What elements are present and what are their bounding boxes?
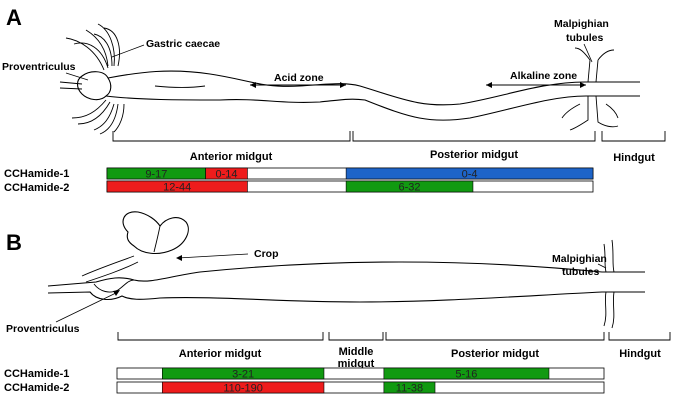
bar-segment-label-panelA-0-0: 9-17 bbox=[145, 169, 167, 181]
crop-duct bbox=[81, 255, 139, 283]
gastric-caecae-label: Gastric caecae bbox=[146, 38, 220, 50]
crop-label: Crop bbox=[254, 248, 279, 260]
bar-segment-label-panelA-1-0: 12-44 bbox=[163, 182, 191, 194]
crop-leader bbox=[177, 253, 249, 259]
bracket-hindgut-b bbox=[608, 332, 671, 341]
bar-segment-panelA-0-2 bbox=[345, 167, 594, 180]
gastric-caecae-leader bbox=[111, 44, 145, 58]
bracket-posterior-a bbox=[352, 131, 596, 142]
bracket-anterior-b bbox=[117, 332, 324, 341]
crop-arrowhead bbox=[176, 255, 182, 261]
bar-segment-label-panelA-1-1: 6-32 bbox=[399, 182, 421, 194]
bar-segment-panelA-0-1 bbox=[205, 167, 248, 180]
proventriculus-leader-a bbox=[65, 72, 89, 81]
bar-segment-panelA-1-0 bbox=[106, 180, 248, 193]
bar-segment-panelB-0-0 bbox=[161, 367, 325, 380]
gastric-caeca-drawing bbox=[65, 23, 125, 135]
malpighian-label-b-line2: tubules bbox=[562, 266, 599, 278]
bar-segment-label-panelB-1-0: 110-190 bbox=[223, 383, 263, 395]
proventriculus-arrowhead-b bbox=[113, 290, 120, 296]
malpighian-label-b-line1: Malpighian bbox=[552, 253, 607, 265]
panel-a: A Gastric caecae Proventricul bbox=[2, 5, 666, 194]
bracket-posterior-b bbox=[385, 332, 605, 341]
proventriculus-shape bbox=[76, 71, 112, 101]
proventriculus-leader-b bbox=[55, 291, 119, 323]
row-label-a-0: CCHamide-1 bbox=[4, 168, 69, 180]
proventriculus-shape-b bbox=[93, 279, 135, 293]
bar-segment-label-panelB-0-1: 5-16 bbox=[455, 369, 477, 381]
bar-frame-panelB-0 bbox=[116, 367, 605, 380]
panel-b: B Crop Proventriculus Malpighian tubules bbox=[4, 211, 671, 395]
crop-shape bbox=[122, 211, 189, 255]
malpighian-leader-a bbox=[583, 43, 593, 63]
bar-segment-label-panelA-0-1: 0-14 bbox=[216, 169, 238, 181]
region-middle-b-line2: midgut bbox=[338, 358, 375, 370]
malpighian-leader-b bbox=[597, 263, 607, 269]
bar-segment-label-panelB-1-1: 11-38 bbox=[396, 383, 423, 395]
malpighian-label-a-line1: Malpighian bbox=[554, 18, 609, 30]
region-posterior-b: Posterior midgut bbox=[451, 348, 539, 360]
bracket-anterior-a bbox=[112, 131, 351, 142]
bar-segment-panelB-0-1 bbox=[383, 367, 550, 380]
expression-bars-b: 3-21 5-16 110-190 11-38 bbox=[116, 367, 605, 395]
panel-b-label: B bbox=[6, 230, 22, 255]
midgut-tube-b bbox=[47, 261, 606, 287]
malpighian-label-a-line2: tubules bbox=[566, 32, 603, 44]
midgut-tube-a bbox=[107, 70, 604, 106]
malpighian-drawing-b bbox=[603, 239, 645, 329]
region-posterior-a: Posterior midgut bbox=[430, 149, 518, 161]
bracket-hindgut-a bbox=[601, 131, 666, 142]
bar-segment-panelA-1-1 bbox=[345, 180, 474, 193]
region-anterior-b: Anterior midgut bbox=[179, 348, 262, 360]
bar-segment-label-panelA-0-2: 0-4 bbox=[462, 169, 478, 181]
row-label-a-1: CCHamide-2 bbox=[4, 182, 69, 194]
row-label-b-1: CCHamide-2 bbox=[4, 382, 69, 394]
acid-zone-label: Acid zone bbox=[274, 72, 324, 84]
region-hindgut-a: Hindgut bbox=[613, 152, 655, 164]
expression-bars-a: 9-17 0-14 0-4 12-44 6-32 bbox=[106, 167, 594, 194]
region-hindgut-b: Hindgut bbox=[619, 348, 661, 360]
bar-frame-panelB-1 bbox=[116, 381, 605, 394]
proventriculus-label-a: Proventriculus bbox=[2, 61, 76, 73]
oesophagus-shape bbox=[59, 81, 83, 90]
bar-segment-label-panelB-0-0: 3-21 bbox=[232, 369, 254, 381]
bracket-middle-b bbox=[328, 332, 384, 341]
proventriculus-label-b: Proventriculus bbox=[6, 323, 80, 335]
alkaline-zone-label: Alkaline zone bbox=[510, 70, 577, 82]
malpighian-drawing-a bbox=[561, 47, 640, 131]
bar-segment-panelB-1-1 bbox=[383, 381, 436, 394]
region-anterior-a: Anterior midgut bbox=[190, 151, 273, 163]
region-middle-b-line1: Middle bbox=[339, 346, 374, 358]
panel-a-label: A bbox=[6, 5, 22, 30]
bar-segment-panelB-1-0 bbox=[161, 381, 325, 394]
row-label-b-0: CCHamide-1 bbox=[4, 368, 69, 380]
